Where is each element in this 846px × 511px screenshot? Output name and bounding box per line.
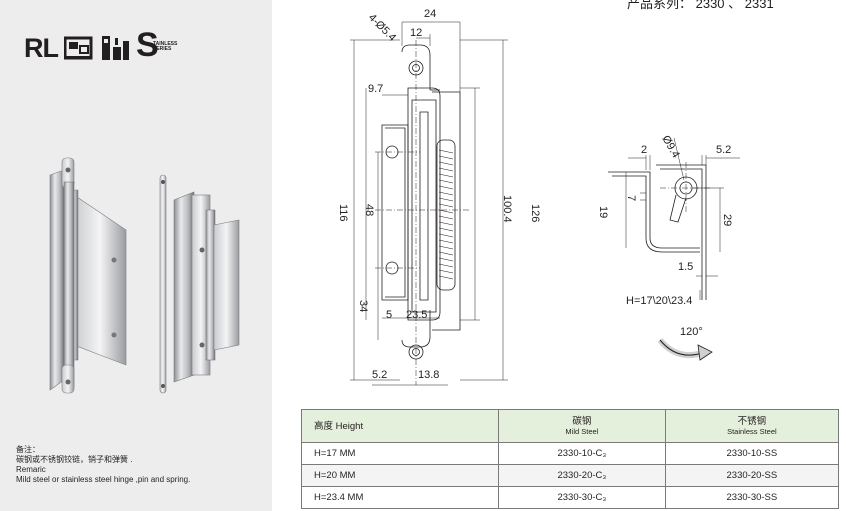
cell-height: H=17 MM	[301, 442, 499, 465]
dim-height-inner: 116	[337, 204, 349, 222]
material-note: 备注： 碳钢或不锈钢铰链，销子和弹簧 . Remaric Mild steel …	[16, 445, 190, 485]
left-panel: RL S TAINLESS SERIES	[0, 0, 272, 511]
cell-mild: 2330-20-C₃	[498, 464, 666, 487]
cell-stainless: 2330-20-SS	[664, 464, 840, 487]
rl-logo: RL	[24, 32, 59, 63]
dim-offset-left: 9.7	[368, 83, 383, 95]
dim-right-height: 29	[721, 214, 733, 226]
cell-stainless: 2330-10-SS	[664, 442, 840, 465]
certification-logos: RL S TAINLESS SERIES	[24, 26, 178, 66]
mounting-icon	[64, 36, 93, 60]
dim-angle: 120°	[680, 326, 703, 338]
dim-left-gap: 2	[641, 144, 647, 156]
technical-drawing: 24 12 4-Ø5.4 9.7 126 116 100.4 48 34 5 2…	[337, 8, 740, 386]
dim-height-options: H=17\20\23.4	[626, 295, 692, 307]
table-row: H=23.4 MM 2330-30-C₃ 2330-30-SS	[301, 486, 840, 509]
dim-height-plate: 100.4	[501, 195, 513, 223]
stainless-series-logo: S TAINLESS SERIES	[136, 26, 178, 64]
dim-bottom-width: 13.8	[418, 369, 439, 381]
dim-width-top: 24	[424, 8, 436, 20]
table-header-row: 高度 Height 碳钢 Mild Steel 不锈钢 Stainless St…	[301, 409, 840, 443]
cell-mild: 2330-30-C₃	[498, 486, 666, 509]
spec-table: 高度 Height 碳钢 Mild Steel 不锈钢 Stainless St…	[301, 409, 840, 509]
cell-height: H=20 MM	[301, 464, 499, 487]
dim-thickness: 1.5	[678, 261, 693, 273]
dim-hole-pitch: 48	[363, 204, 375, 216]
dim-left-height: 19	[597, 206, 609, 218]
dim-hole: 4-Ø5.4	[366, 12, 398, 44]
dim-right-gap: 5.2	[716, 144, 731, 156]
header-stainless-steel: 不锈钢 Stainless Steel	[664, 409, 840, 443]
dim-hole-bottom: 34	[357, 300, 369, 312]
cell-stainless: 2330-30-SS	[664, 486, 840, 509]
dim-height-total: 126	[529, 204, 541, 222]
dim-left-small: 7	[625, 195, 637, 201]
dim-hole-inset: 5	[386, 309, 392, 321]
series-label: 产品系列： 2330 、 2331	[627, 0, 774, 11]
fastening-icon	[102, 36, 129, 60]
header-height: 高度 Height	[301, 409, 499, 443]
note-line-cn: 碳钢或不锈钢铰链，销子和弹簧 .	[16, 455, 133, 464]
hinge-photo	[49, 157, 240, 394]
header-mild-steel: 碳钢 Mild Steel	[498, 409, 666, 443]
note-title: 备注：	[16, 445, 40, 454]
note-line-en: Mild steel or stainless steel hinge ,pin…	[16, 475, 191, 484]
table-row: H=20 MM 2330-20-C₃ 2330-20-SS	[301, 464, 840, 487]
note-remark-label: Remaric	[16, 465, 46, 474]
dim-bottom-left: 5.2	[372, 369, 387, 381]
table-row: H=17 MM 2330-10-C₃ 2330-10-SS	[301, 442, 840, 465]
dim-width-inner: 12	[410, 27, 422, 39]
cell-height: H=23.4 MM	[301, 486, 499, 509]
dim-plate-width: 23.5	[406, 309, 427, 321]
cell-mild: 2330-10-C₃	[498, 442, 666, 465]
